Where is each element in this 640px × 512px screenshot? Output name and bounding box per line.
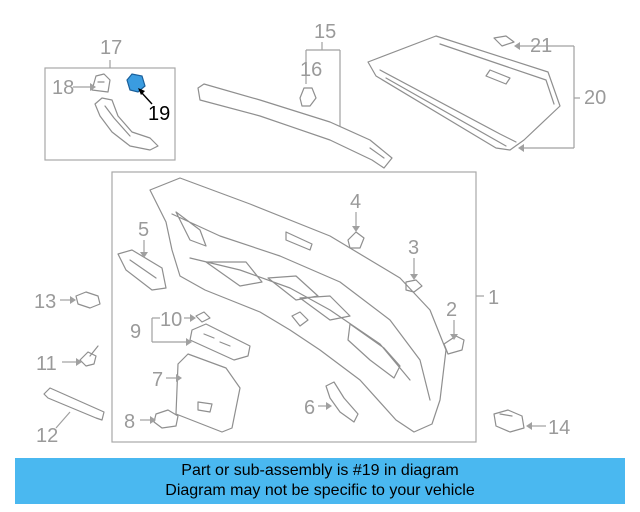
part-9-bracket[interactable]	[189, 323, 251, 361]
part-7-cover[interactable]	[175, 353, 241, 433]
part-11-screw[interactable]	[79, 345, 99, 367]
callout-18: 18	[52, 77, 74, 99]
callout-13: 13	[34, 291, 56, 313]
callout-11: 11	[36, 353, 57, 375]
part-3-clip[interactable]	[405, 279, 423, 293]
callout-17: 17	[100, 37, 122, 59]
callout-19: 19	[148, 103, 170, 125]
part-8-clip[interactable]	[153, 409, 179, 429]
part-12-strip[interactable]	[43, 387, 105, 421]
callout-10: 10	[160, 309, 182, 331]
part-5-bracket[interactable]	[117, 249, 167, 291]
parts-diagram: 17 18 19 15 16 21 20 1 2 3 4	[34, 21, 606, 447]
callout-9: 9	[130, 321, 141, 343]
part-10-clip[interactable]	[195, 311, 211, 323]
callout-1: 1	[488, 287, 499, 309]
callout-20: 20	[584, 87, 606, 109]
callout-16: 16	[300, 59, 322, 81]
part-15-trim-strip[interactable]	[197, 83, 393, 169]
callout-3: 3	[408, 237, 419, 259]
part-4-clip[interactable]	[347, 231, 365, 249]
callout-8: 8	[124, 411, 135, 433]
callout-12: 12	[36, 425, 58, 447]
callout-5: 5	[138, 219, 149, 241]
part-14-clip[interactable]	[493, 409, 525, 433]
part-17-bracket[interactable]	[94, 97, 159, 151]
callout-21: 21	[530, 35, 552, 57]
part-16-clip[interactable]	[299, 87, 317, 107]
part-1-inner-panel[interactable]	[149, 177, 447, 433]
part-21-clip[interactable]	[493, 35, 515, 47]
part-6-trim[interactable]	[325, 381, 359, 423]
banner-line-2: Diagram may not be specific to your vehi…	[165, 482, 475, 499]
part-1-panel-detail	[171, 211, 431, 401]
part-13-clip[interactable]	[75, 291, 101, 309]
callout-15: 15	[314, 21, 336, 43]
callout-6: 6	[304, 397, 315, 419]
part-18-clip[interactable]	[91, 73, 111, 93]
callout-4: 4	[350, 191, 361, 213]
callout-7: 7	[152, 369, 163, 391]
callout-14: 14	[548, 417, 570, 439]
part-20-cargo-cover[interactable]	[367, 35, 561, 151]
banner-line-1: Part or sub-assembly is #19 in diagram	[181, 462, 459, 479]
part-19-highlighted[interactable]	[126, 73, 146, 93]
info-banner: Part or sub-assembly is #19 in diagram D…	[15, 458, 625, 504]
callout-2: 2	[446, 299, 457, 321]
main-panel-box	[111, 171, 477, 443]
